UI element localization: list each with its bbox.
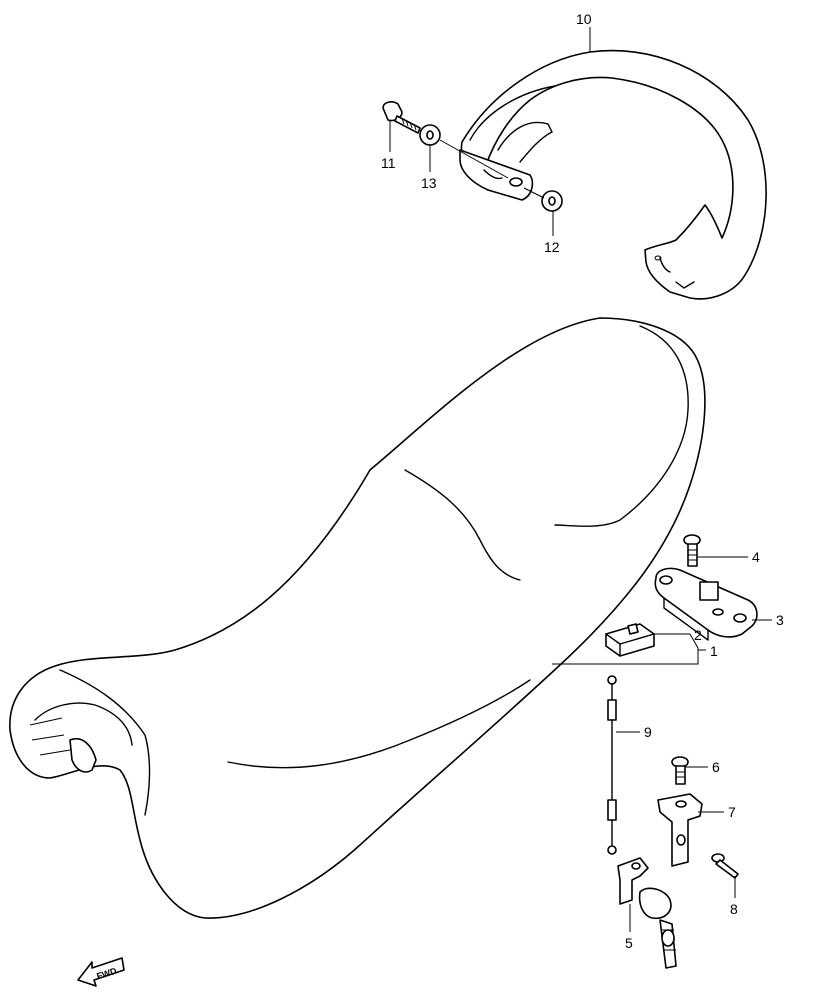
cable-part-9	[607, 675, 617, 855]
callout-9: 9	[644, 724, 652, 740]
callout-5: 5	[625, 935, 633, 951]
callout-numbers: 10 11 13 12 4 3 2 1 9 6 7 8 5	[381, 11, 784, 951]
bolt-part-11	[382, 101, 421, 134]
callout-10: 10	[576, 11, 592, 27]
forward-direction-arrow-icon: FWD	[77, 957, 125, 987]
lock-part-5	[617, 857, 677, 969]
bolt-part-6	[671, 756, 689, 785]
washer-part-13	[419, 124, 441, 146]
callout-13: 13	[421, 175, 437, 191]
callout-3: 3	[776, 612, 784, 628]
callout-6: 6	[712, 759, 720, 775]
assembly-line-handle	[439, 139, 545, 199]
callout-4: 4	[752, 549, 760, 565]
callout-12: 12	[544, 239, 560, 255]
callout-1: 1	[710, 643, 718, 659]
bolt-part-4	[683, 534, 701, 567]
callout-11: 11	[381, 155, 396, 171]
seat-part	[9, 317, 706, 919]
callout-8: 8	[730, 901, 738, 917]
latch-bracket-part-3	[654, 567, 758, 641]
callout-2: 2	[694, 627, 702, 643]
screw-part-8	[711, 853, 739, 879]
bracket-part-7	[657, 793, 703, 867]
grab-handle-part-10	[459, 49, 767, 300]
block-part-2	[605, 623, 655, 657]
leader-lines	[389, 27, 772, 932]
washer-part-12	[541, 190, 563, 212]
callout-7: 7	[728, 804, 736, 820]
